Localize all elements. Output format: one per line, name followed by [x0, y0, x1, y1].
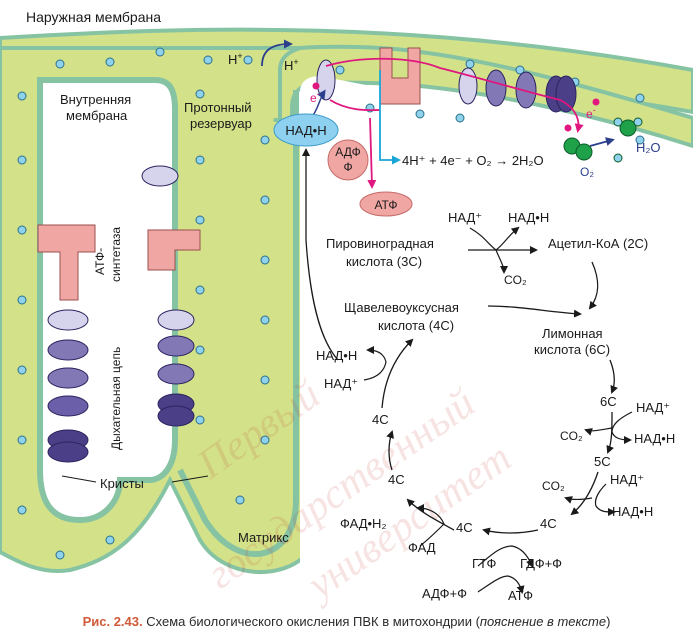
atp-synthase-left [37, 224, 96, 301]
h-plus-arrow [261, 39, 293, 67]
pyruvate-label-1: Пировиноградная [326, 236, 434, 251]
citric-label-1: Лимонная [542, 326, 603, 341]
matrix-label: Матрикс [238, 530, 289, 545]
electron-label-1: e- [310, 89, 320, 105]
c6-nad-label: НАД⁺ [636, 400, 670, 415]
proton-channel-arrow [379, 70, 401, 165]
cycle-adp-label: АДФ+Ф [422, 586, 467, 601]
c4-label-4: 4С [372, 412, 389, 427]
fad-curve [416, 504, 445, 547]
resp-chain-left [47, 309, 89, 463]
c6-nad-curve [611, 411, 633, 444]
pyruvate-co2-label: CO₂ [504, 273, 527, 287]
inner-membrane-label-2: мембрана [66, 108, 128, 123]
c6-to-c5-arrow [606, 411, 614, 454]
adp-circle [327, 139, 369, 181]
h2o-label: H₂O [636, 140, 661, 155]
oxalo-nad-label: НАД⁺ [324, 376, 358, 391]
atp-curve [477, 575, 525, 594]
adp-to-atp-arrow [367, 117, 377, 189]
caption-note: пояснение в тексте [479, 614, 607, 629]
c4-label-1: 4С [540, 516, 557, 531]
o2-molecule [563, 137, 593, 161]
c5-nad-curve [594, 483, 616, 516]
c5-nadh-label: НАД•Н [612, 504, 653, 519]
c6-label: 6С [600, 394, 617, 409]
c5-co2-label: CO₂ [542, 479, 565, 493]
oxalo-to-citric-arrow [487, 305, 582, 318]
c6-co2-curve [584, 427, 613, 436]
fadh2-label: ФАД•Н₂ [340, 516, 387, 531]
o2-label: O₂ [580, 165, 594, 179]
c4-to-c4-bottom-arrow [482, 527, 539, 536]
atp-oval-label: АТФ [374, 198, 397, 212]
gtp-label: ГТФ [472, 556, 497, 571]
electron-path-2 [329, 99, 381, 112]
h2o-molecule [613, 117, 643, 163]
atp-oval [359, 191, 413, 217]
pyruvate-label-2: кислота (3С) [346, 254, 422, 269]
particles [17, 47, 645, 560]
c4-label-3: 4С [388, 472, 405, 487]
pyruvate-co2-curve [495, 249, 508, 274]
oxalo-nadh-label: НАД•Н [316, 348, 357, 363]
cycle-atp-label: АТФ [508, 588, 533, 603]
proton-reservoir-label-1: Протонный [184, 100, 252, 115]
cristae-label: Кристы [100, 476, 144, 491]
crista-right-edge [177, 90, 299, 558]
acetyl-to-citric-arrow [588, 261, 599, 310]
pyruvate-nadh-label: НАД•Н [508, 210, 549, 225]
oxaloacetate-label-2: кислота (4С) [378, 318, 454, 333]
figure-number: Рис. 2.43. [82, 614, 143, 629]
proton-reservoir-label-2: резервуар [190, 116, 252, 131]
c5-nad-label: НАД⁺ [610, 472, 644, 487]
etc-reaction: 4H⁺ + 4e⁻ + O₂ → 2H₂O [402, 153, 544, 168]
c5-co2-curve [564, 496, 593, 504]
c4-label-2: 4С [456, 520, 473, 535]
resp-chain-top [316, 59, 577, 113]
atp-synthase-label-1: АТФ- [93, 248, 107, 275]
atp-synthase-right [147, 229, 201, 271]
gtp-curve [477, 545, 534, 568]
gdp-label: ГДФ+Ф [520, 556, 562, 571]
o2-arrow [589, 137, 615, 147]
oxalo-nad-curve [363, 346, 387, 381]
c4-4-to-oxalo-arrow [381, 338, 414, 409]
h-plus-label-2: H+ [284, 57, 299, 73]
cristae-pointer-left [61, 475, 97, 483]
caption-text: Схема биологического окисления ПВК в мит… [142, 614, 480, 629]
adp-p-label: Ф [343, 160, 352, 174]
outer-membrane-label: Наружная мембрана [26, 9, 161, 25]
caption-end: ) [606, 614, 611, 629]
fad-label: ФАД [408, 540, 436, 555]
electron-dots [312, 82, 600, 132]
c4-to-fad-arrow [406, 498, 455, 531]
inner-membrane-label-1: Внутренняя [60, 92, 131, 107]
c4-3-to-c4-4-arrow [386, 430, 394, 471]
h-plus-label-1: H+ [228, 51, 243, 67]
electron-label-2: e- [586, 105, 596, 121]
atp-synthase-label-2: синтетаза [109, 227, 123, 282]
citric-to-6c-arrow [609, 359, 618, 394]
acetyl-coa-label: Ацетил-КоА (2С) [548, 236, 648, 251]
diagram-canvas: НАД•Н АДФ Ф АТФ 4H⁺ + 4e⁻ + O₂ → 2H₂O H₂… [0, 9, 693, 612]
atp-synthase-top [379, 47, 421, 105]
adp-label: АДФ [335, 145, 360, 159]
c5-label: 5С [594, 454, 611, 469]
c5-to-c4-arrow [570, 471, 599, 516]
nadh-return-arrow [302, 148, 339, 361]
oxaloacetate-label-1: Щавелевоуксусная [344, 300, 459, 315]
electron-path [325, 57, 584, 133]
pyruvate-nad-label: НАД⁺ [448, 210, 482, 225]
cristae-pointer-right [171, 475, 209, 483]
c6-nadh-label: НАД•Н [634, 431, 675, 446]
nadh-oval [273, 113, 339, 147]
resp-chain-label: Дыхательная цепь [109, 347, 123, 450]
nadh-oval-label: НАД•Н [285, 123, 326, 138]
citric-label-2: кислота (6С) [534, 342, 610, 357]
figure-caption: Рис. 2.43. Схема биологического окислени… [0, 614, 693, 629]
c6-co2-label: CO₂ [560, 429, 583, 443]
resp-chain-right [141, 165, 195, 427]
